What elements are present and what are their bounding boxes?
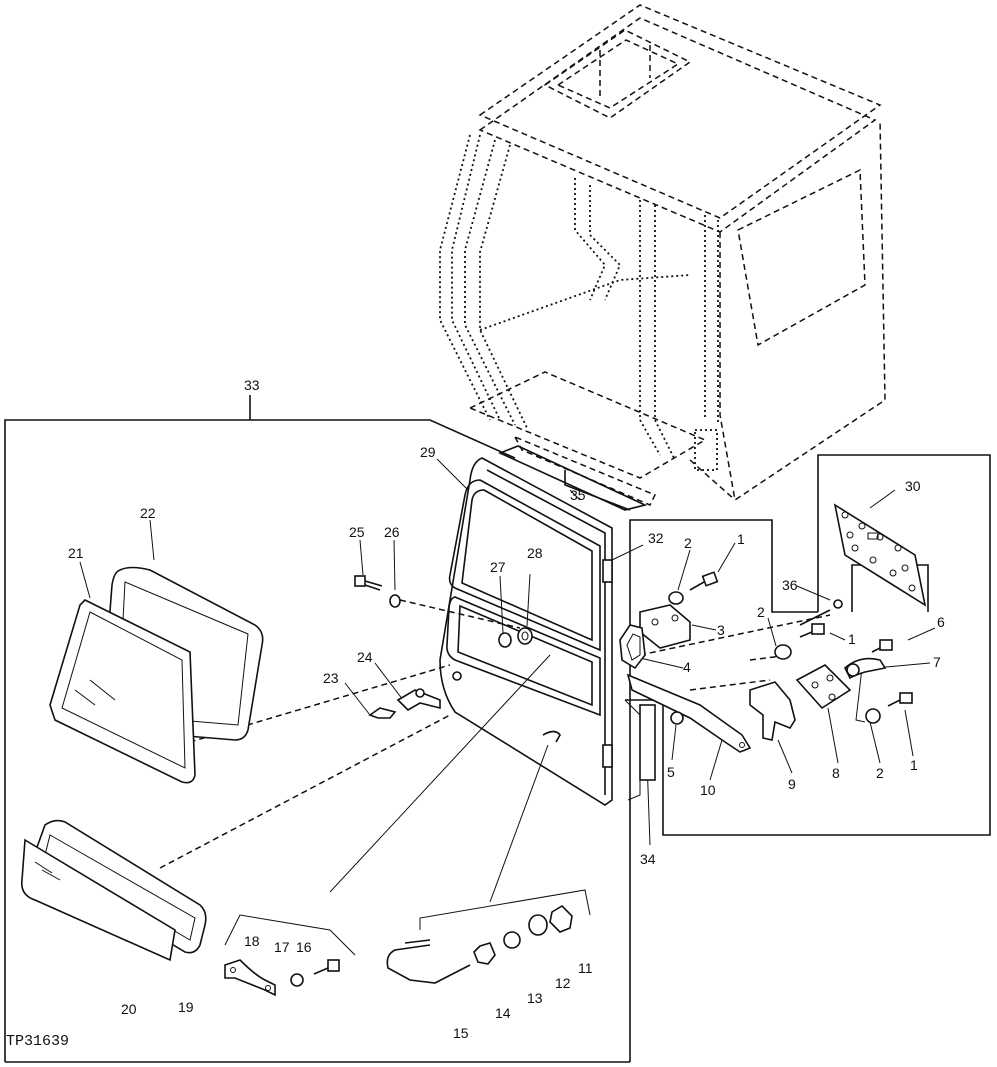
callout-15: 15	[453, 1025, 469, 1041]
callout-25: 25	[349, 524, 365, 540]
callout-17: 17	[274, 939, 290, 955]
latch-block-9	[749, 681, 796, 741]
block-3	[639, 604, 691, 649]
callout-labels: 33 29 35 30 22 21 25 26 27 28 32 2 1 36 …	[6, 377, 945, 1050]
hardware-parts	[224, 503, 927, 997]
strip-34	[639, 704, 656, 781]
callout-20: 20	[121, 1001, 137, 1017]
callout-4: 4	[683, 659, 691, 675]
callout-22: 22	[140, 505, 156, 521]
callout-16: 16	[296, 939, 312, 955]
callout-35: 35	[570, 487, 586, 503]
rod-10	[626, 673, 752, 753]
plate-30	[833, 503, 927, 607]
washer-26	[389, 594, 401, 608]
callout-14: 14	[495, 1005, 511, 1021]
latch-24	[396, 689, 441, 712]
callout-7: 7	[933, 654, 941, 670]
callout-9: 9	[788, 776, 796, 792]
callout-11: 11	[578, 960, 593, 976]
callout-34: 34	[640, 851, 656, 867]
callout-23: 23	[323, 670, 339, 686]
callout-19: 19	[178, 999, 194, 1015]
callout-1-mid: 1	[848, 631, 856, 647]
callout-1-bottom: 1	[910, 757, 918, 773]
callout-36: 36	[782, 577, 798, 593]
callout-26: 26	[384, 524, 400, 540]
callout-1-top: 1	[737, 531, 745, 547]
strap-18	[224, 959, 276, 997]
glass-20	[20, 838, 176, 962]
callout-12: 12	[555, 975, 571, 991]
callout-13: 13	[527, 990, 543, 1006]
callout-2-mid: 2	[757, 604, 765, 620]
callout-29: 29	[420, 444, 436, 460]
callout-2-top: 2	[684, 535, 692, 551]
callout-32: 32	[648, 530, 664, 546]
spring-23	[368, 707, 397, 719]
callout-21: 21	[68, 545, 84, 561]
latch-4	[619, 624, 646, 670]
callout-18: 18	[244, 933, 260, 949]
glass-21	[49, 599, 196, 784]
u-bolt-15	[386, 944, 471, 984]
callout-10: 10	[700, 782, 716, 798]
callout-3: 3	[717, 622, 725, 638]
glass-panes	[20, 566, 264, 962]
callout-33: 33	[244, 377, 260, 393]
callout-8: 8	[832, 765, 840, 781]
plate-8	[795, 664, 852, 710]
callout-2-bottom: 2	[876, 765, 884, 781]
callout-30: 30	[905, 478, 921, 494]
screw-36	[833, 599, 843, 609]
callout-6: 6	[937, 614, 945, 630]
callout-5: 5	[667, 764, 675, 780]
leader-lines	[79, 458, 936, 956]
callout-27: 27	[490, 559, 506, 575]
bolt-25	[354, 575, 366, 587]
cab-frame	[439, 4, 886, 506]
callout-28: 28	[527, 545, 543, 561]
callout-24: 24	[357, 649, 373, 665]
figure-id: TP31639	[6, 1033, 69, 1050]
door-panel	[439, 445, 648, 806]
